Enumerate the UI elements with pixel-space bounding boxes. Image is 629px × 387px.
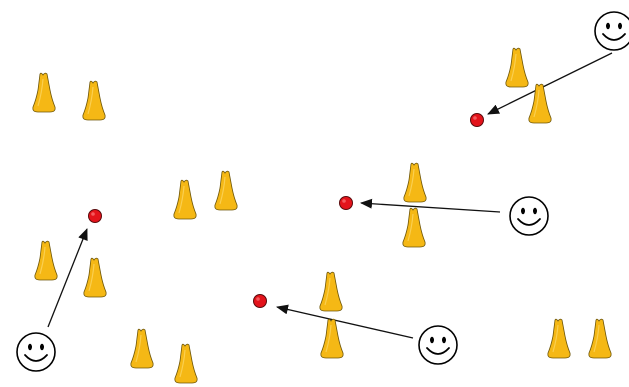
pass-arrows: [47, 52, 613, 339]
red-ball-icon: [253, 294, 267, 308]
smiley-player-icon: [16, 332, 56, 372]
training-cone-icon: [528, 83, 552, 124]
smiley-player-icon: [509, 196, 549, 236]
pass-arrow-icon: [360, 198, 501, 213]
smiley-player-icon: [594, 11, 629, 51]
cones: [32, 47, 612, 384]
training-cone-icon: [505, 47, 529, 88]
training-cone-icon: [320, 318, 344, 359]
training-cone-icon: [32, 72, 56, 113]
players: [16, 11, 629, 372]
training-cone-icon: [82, 80, 106, 121]
smiley-player-icon: [418, 325, 458, 365]
training-cone-icon: [34, 240, 58, 281]
pass-arrow-icon: [276, 304, 414, 339]
training-cone-icon: [402, 207, 426, 248]
training-cone-icon: [173, 179, 197, 220]
balls: [88, 113, 484, 308]
pass-arrow-icon: [487, 52, 613, 115]
training-cone-icon: [214, 170, 238, 211]
training-cone-icon: [174, 343, 198, 384]
training-cone-icon: [319, 271, 343, 312]
training-cone-icon: [403, 162, 427, 203]
red-ball-icon: [339, 196, 353, 210]
training-cone-icon: [547, 318, 571, 359]
training-cone-icon: [130, 328, 154, 369]
training-cone-icon: [588, 318, 612, 359]
pass-arrow-icon: [47, 228, 88, 328]
red-ball-icon: [470, 113, 484, 127]
red-ball-icon: [88, 209, 102, 223]
training-cone-icon: [83, 257, 107, 298]
